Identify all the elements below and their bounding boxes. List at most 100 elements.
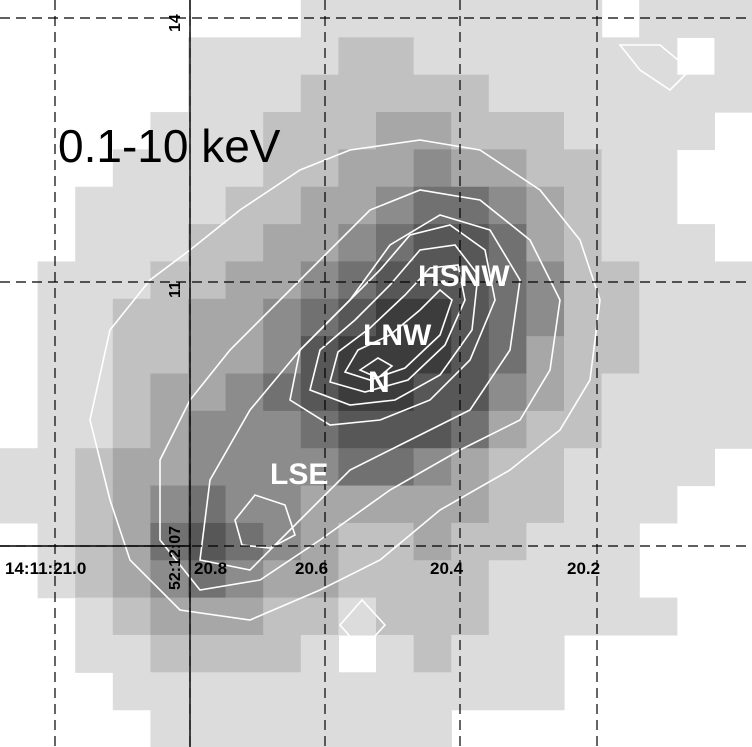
- heatmap-pixel: [714, 0, 752, 38]
- heatmap-pixel: [639, 485, 678, 524]
- heatmap-pixel: [37, 485, 76, 524]
- heatmap-pixel: [413, 634, 452, 673]
- heatmap-pixel: [488, 597, 527, 636]
- ra-axis: 14:11:21.0 20.8 20.6 20.4 20.2: [0, 545, 600, 578]
- heatmap-pixel: [376, 410, 415, 449]
- heatmap-pixel: [564, 522, 603, 561]
- heatmap-pixel: [376, 709, 415, 747]
- heatmap-pixel: [413, 560, 452, 599]
- heatmap-pixel: [263, 410, 302, 449]
- heatmap-pixel: [150, 149, 189, 188]
- heatmap-pixel: [488, 336, 527, 375]
- heatmap-pixel: [338, 410, 377, 449]
- heatmap-pixel: [225, 709, 264, 747]
- heatmap-pixel: [188, 672, 227, 711]
- contour-level-5: [309, 244, 479, 406]
- heatmap-pixel: [263, 672, 302, 711]
- heatmap-pixel: [639, 74, 678, 113]
- heatmap-pixel: [451, 634, 490, 673]
- heatmap-pixel: [112, 373, 151, 412]
- heatmap-pixel: [676, 373, 715, 412]
- contour-bottom-hole: [338, 598, 387, 652]
- heatmap-pixel: [75, 448, 114, 487]
- heatmap-pixel: [338, 37, 377, 76]
- heatmap-pixel: [676, 448, 715, 487]
- heatmap-pixel: [601, 186, 640, 225]
- heatmap-pixel: [225, 74, 264, 113]
- heatmap-pixel: [75, 634, 114, 673]
- heatmap-pixel: [75, 522, 114, 561]
- heatmap-pixel: [451, 74, 490, 113]
- heatmap-pixel: [75, 560, 114, 599]
- heatmap-pixel: [188, 410, 227, 449]
- heatmap-pixel: [451, 522, 490, 561]
- heatmap-pixel: [564, 112, 603, 150]
- dec-tick-label: 52:12:07: [167, 526, 184, 590]
- dec-tick-label: 11: [167, 281, 184, 298]
- heatmap-pixel: [300, 112, 339, 150]
- heatmap-pixel: [150, 298, 189, 337]
- heatmap-pixel: [188, 560, 227, 599]
- heatmap-pixel: [188, 74, 227, 113]
- heatmap-pixel: [526, 373, 565, 412]
- heatmap-pixel: [37, 410, 76, 449]
- heatmap-pixel: [564, 37, 603, 76]
- heatmap-pixel: [225, 261, 264, 300]
- heatmap-pixel: [526, 410, 565, 449]
- heatmap-pixel: [150, 261, 189, 300]
- heatmap-pixel: [714, 373, 752, 412]
- heatmap-pixel: [300, 0, 339, 38]
- heatmap-pixel: [300, 186, 339, 225]
- heatmap-pixel: [526, 186, 565, 225]
- heatmap-pixel: [526, 149, 565, 188]
- heatmap-pixel: [112, 597, 151, 636]
- dec-axis: 52:12:07 11 14: [167, 0, 191, 747]
- heatmap-pixel: [639, 410, 678, 449]
- heatmap-pixel: [37, 261, 76, 300]
- heatmap-pixel: [601, 485, 640, 524]
- region-label-n: N: [368, 366, 390, 399]
- heatmap-pixel: [451, 373, 490, 412]
- ra-tick-label: 20.6: [295, 559, 328, 578]
- heatmap-pixel: [488, 373, 527, 412]
- heatmap-pixel: [714, 74, 752, 113]
- heatmap-pixel: [225, 522, 264, 561]
- heatmap-pixel: [714, 336, 752, 375]
- heatmap-pixel: [488, 224, 527, 263]
- heatmap-pixel: [413, 448, 452, 487]
- heatmap-pixel: [75, 186, 114, 225]
- contour-lines: [89, 44, 692, 652]
- heatmap-pixel: [112, 410, 151, 449]
- heatmap-pixel: [225, 336, 264, 375]
- heatmap-pixel: [714, 410, 752, 449]
- heatmap-pixel: [225, 112, 264, 150]
- heatmap-pixel: [376, 672, 415, 711]
- heatmap-pixel: [300, 410, 339, 449]
- heatmap-pixel: [300, 373, 339, 412]
- heatmap-pixel: [75, 410, 114, 449]
- heatmap-pixel: [225, 672, 264, 711]
- heatmap-pixel: [601, 336, 640, 375]
- heatmap-pixel: [112, 336, 151, 375]
- heatmap-pixel: [75, 485, 114, 524]
- heatmap-pixel: [263, 709, 302, 747]
- ra-tick-label: 20.8: [194, 559, 227, 578]
- region-label-hsnw: HSNW: [418, 260, 510, 293]
- heatmap-pixel: [150, 634, 189, 673]
- heatmap-pixel: [75, 597, 114, 636]
- heatmap-pixel: [714, 261, 752, 300]
- heatmap-pixel: [488, 112, 527, 150]
- energy-band-title: 0.1-10 keV: [58, 120, 281, 172]
- heatmap-pixel: [639, 149, 678, 188]
- heatmap-pixel: [263, 373, 302, 412]
- contour-level-6: [329, 264, 466, 393]
- heatmap-pixel: [75, 373, 114, 412]
- heatmap-pixel: [300, 224, 339, 263]
- heatmap-pixel: [150, 597, 189, 636]
- heatmap-pixel: [376, 0, 415, 38]
- heatmap-pixel: [188, 448, 227, 487]
- heatmap-pixel: [676, 0, 715, 38]
- heatmap-pixel: [451, 336, 490, 375]
- heatmap-pixel: [300, 448, 339, 487]
- dec-tick-label: 14: [167, 14, 184, 32]
